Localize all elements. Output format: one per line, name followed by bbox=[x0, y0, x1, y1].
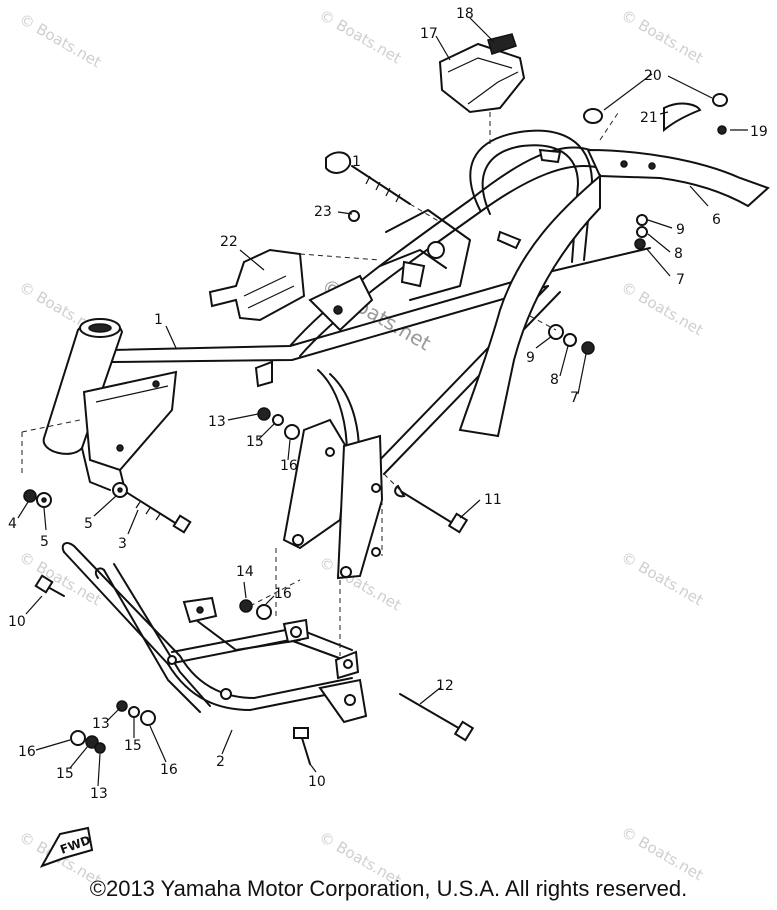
callout-17: 17 bbox=[420, 26, 438, 42]
callout-2: 2 bbox=[216, 754, 225, 770]
callout-7-upper: 7 bbox=[676, 272, 685, 288]
callout-9-lower: 9 bbox=[526, 350, 535, 366]
callout-15-upper: 15 bbox=[246, 434, 264, 450]
leader-lines bbox=[17, 17, 748, 787]
fender-hardware bbox=[583, 93, 728, 250]
callout-21: 21 bbox=[640, 110, 658, 126]
callout-4: 4 bbox=[8, 516, 17, 532]
callout-15-bottom: 15 bbox=[56, 766, 74, 782]
callout-1-top: 1 bbox=[352, 154, 361, 170]
callout-8-upper: 8 bbox=[674, 246, 683, 262]
callout-22: 22 bbox=[220, 234, 238, 250]
callout-20: 20 bbox=[644, 68, 662, 84]
callout-10-left: 10 bbox=[8, 614, 26, 630]
watermark-2: © Boats.net bbox=[316, 6, 404, 67]
callout-11: 11 bbox=[484, 492, 502, 508]
callout-9-upper: 9 bbox=[676, 222, 685, 238]
copyright-notice: ©2013 Yamaha Motor Corporation, U.S.A. A… bbox=[89, 876, 688, 901]
callout-16-lower: 16 bbox=[160, 762, 178, 778]
callout-13-lower: 13 bbox=[92, 716, 110, 732]
callout-15-lower: 15 bbox=[124, 738, 142, 754]
tool-box-part bbox=[438, 33, 526, 146]
callout-3: 3 bbox=[118, 536, 127, 552]
alignment-lines bbox=[21, 315, 557, 656]
callout-18: 18 bbox=[456, 6, 474, 22]
battery-bracket-part bbox=[208, 248, 381, 322]
watermark-6: © Boats.net bbox=[16, 548, 104, 609]
callout-8-lower: 8 bbox=[550, 372, 559, 388]
callout-16-mid: 16 bbox=[274, 586, 292, 602]
callout-16-bottom: 16 bbox=[18, 744, 36, 760]
watermark-8: © Boats.net bbox=[618, 548, 706, 609]
callout-5: 5 bbox=[84, 516, 93, 532]
callout-5-left: 5 bbox=[40, 534, 49, 550]
main-frame-part bbox=[42, 129, 651, 580]
hardware bbox=[23, 210, 595, 765]
callout-10-bottom: 10 bbox=[308, 774, 326, 790]
watermark-5: © Boats.net bbox=[618, 278, 706, 339]
callout-16-upper: 16 bbox=[280, 458, 298, 474]
fwd-arrow-icon: FWD bbox=[39, 826, 94, 868]
lower-frame-part bbox=[61, 542, 368, 724]
callout-1: 1 bbox=[154, 312, 163, 328]
callout-13-upper: 13 bbox=[208, 414, 226, 430]
callout-6: 6 bbox=[712, 212, 721, 228]
watermark-1: © Boats.net bbox=[16, 10, 104, 71]
callout-7-lower: 7 bbox=[570, 390, 579, 406]
callout-14: 14 bbox=[236, 564, 254, 580]
rear-fender-part bbox=[458, 109, 770, 438]
callout-13-bottom: 13 bbox=[90, 786, 108, 802]
callout-23: 23 bbox=[314, 204, 332, 220]
callout-labels: 18 17 20 21 19 1 23 6 9 8 7 22 1 9 8 7 1… bbox=[8, 6, 768, 802]
callout-12: 12 bbox=[436, 678, 454, 694]
watermark-3: © Boats.net bbox=[618, 6, 706, 67]
callout-19: 19 bbox=[750, 124, 768, 140]
